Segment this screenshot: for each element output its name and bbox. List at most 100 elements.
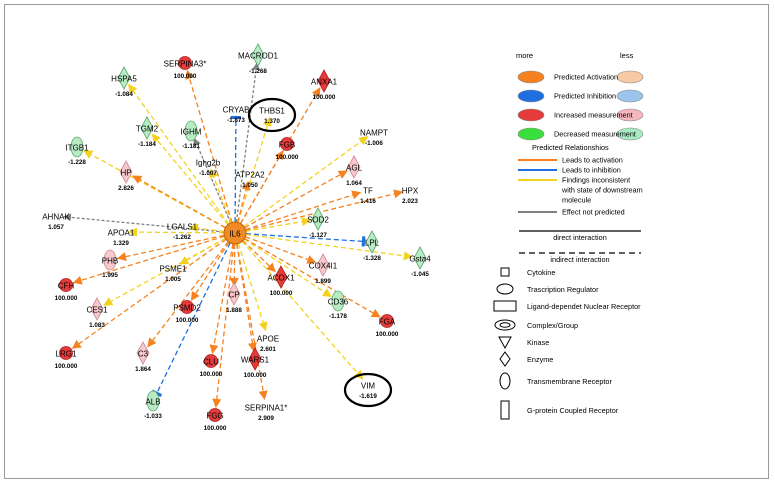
node-value: 2.826: [118, 185, 134, 192]
node-value: -1.006: [365, 140, 383, 147]
node-shape: [184, 120, 198, 142]
node-label: COX4I1: [309, 262, 338, 271]
node-vim[interactable]: VIM-1.619: [343, 372, 393, 408]
center-node-label: IL6: [229, 230, 241, 239]
node-hp[interactable]: HP2.826: [118, 160, 134, 192]
node-shape: [178, 56, 192, 70]
legend-shape-label: Enzyme: [527, 355, 553, 364]
node-label: THBS1: [259, 107, 285, 116]
node-cp[interactable]: CP1.888: [226, 282, 242, 314]
node-lpl[interactable]: LPL-1.328: [363, 230, 381, 262]
node-value: 100.000: [270, 290, 293, 297]
node-value: 1.416: [360, 198, 376, 205]
node-label: PHB: [102, 257, 118, 266]
node-tgm2[interactable]: TGM2-1.184: [136, 116, 159, 148]
node-shape: [311, 207, 325, 231]
node-value: -1.184: [138, 141, 156, 148]
node-value: 100.000: [204, 425, 227, 432]
node-serpina3[interactable]: SERPINA3*100.000: [164, 56, 207, 81]
legend-measurement-item: Predicted Inhibition: [517, 89, 644, 103]
node-lrg1[interactable]: LRG1 100.000: [55, 346, 78, 371]
edge-c3: [147, 241, 229, 348]
legend-relationship-item: Leads to inhibition: [518, 166, 621, 175]
node-value: 100.000: [55, 363, 78, 370]
edge-lpl: [245, 233, 366, 247]
node-tf[interactable]: TF 1.416: [360, 187, 376, 206]
legend-more-swatch: [517, 108, 545, 122]
edge-thbs1: [237, 116, 272, 223]
node-value: -1.268: [249, 68, 267, 75]
node-itgb1[interactable]: ITGB1-1.228: [65, 136, 89, 166]
node-value: 1.864: [135, 366, 151, 373]
node-value: 2.909: [258, 415, 274, 422]
edge-cryab: [230, 115, 242, 223]
node-serpina1[interactable]: SERPINA1* 2.909: [245, 404, 288, 423]
node-cd36[interactable]: CD36-1.178: [328, 290, 349, 320]
node-shape: [227, 282, 241, 306]
legend-interaction-item: direct interaction: [519, 230, 641, 242]
legend-more-header: more: [516, 51, 533, 60]
legend-measurement-item: Decreased measurement: [517, 127, 644, 141]
node-hspa5[interactable]: HSPA5-1.084: [111, 66, 137, 98]
node-label: LPL: [365, 239, 380, 248]
node-sod2[interactable]: SOD2-1.127: [307, 207, 329, 239]
node-label: SOD2: [307, 216, 329, 225]
rectangle-icon: [493, 300, 517, 312]
center-node[interactable]: IL6: [223, 221, 247, 245]
legend-relationship-label: Leads to activation: [562, 156, 623, 165]
node-label: CRYAB: [223, 106, 250, 115]
node-label: C3: [138, 350, 149, 359]
edge-lgals1: [189, 223, 225, 233]
legend-relationships-title: Predicted Relationshios: [532, 143, 609, 152]
node-value: 100.000: [244, 372, 267, 379]
edge-agl: [244, 170, 348, 229]
node-value: 1.050: [242, 182, 258, 189]
node-lgals1[interactable]: LGALS1-1.262: [167, 223, 198, 242]
node-alb[interactable]: ALB-1.033: [144, 390, 162, 420]
node-nampt[interactable]: NAMPT -1.006: [360, 129, 388, 148]
legend-less-swatch: [616, 70, 644, 84]
node-label: TF: [363, 187, 373, 196]
node-shape: [146, 390, 160, 412]
node-value: 1.888: [226, 307, 242, 314]
legend-shape-label: Ligand-dependet Nuclear Receptor: [527, 302, 641, 311]
node-ighm[interactable]: IGHM-1.181: [181, 120, 202, 150]
node-value: -1.045: [411, 271, 429, 278]
node-value: -1.619: [359, 393, 377, 400]
edge-cfh: [72, 235, 225, 285]
legend-shape-item: Complex/Group: [494, 319, 578, 331]
node-value: 100.000: [55, 295, 78, 302]
node-c3[interactable]: C3 1.864: [135, 341, 151, 373]
node-label: LRG1: [56, 350, 77, 359]
node-shape: [251, 43, 265, 67]
node-gsta4[interactable]: Gsta4-1.045: [409, 246, 431, 278]
node-label: SERPINA1*: [245, 404, 288, 413]
node-cryab[interactable]: CRYAB -1.873: [223, 106, 250, 125]
node-macrod1[interactable]: MACROD1-1.268: [238, 43, 279, 75]
node-label: NAMPT: [360, 129, 388, 138]
node-value: -1.873: [227, 117, 245, 124]
node-ighg2b[interactable]: Ighg2b-1.007: [196, 159, 221, 178]
node-label: IGHM: [181, 128, 202, 137]
edge-phb: [116, 234, 225, 262]
